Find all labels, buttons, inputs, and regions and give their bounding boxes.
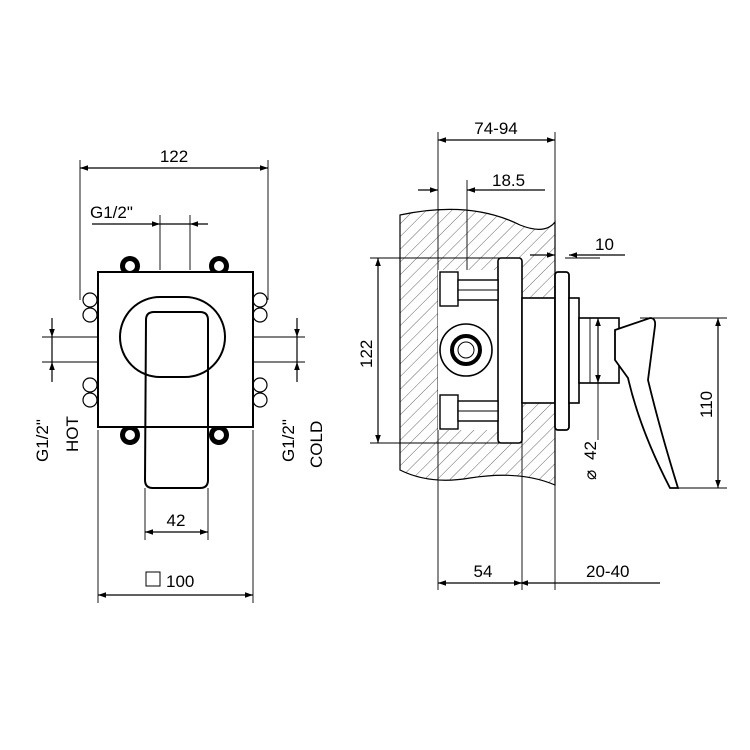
lever-height-label: 110	[697, 391, 716, 418]
inlet-label: G1/2"	[90, 203, 133, 222]
diameter-label: 42	[581, 441, 600, 460]
square-label: 100	[166, 572, 194, 591]
hot-thread-label: G1/2"	[33, 419, 52, 462]
square-symbol	[145, 571, 161, 587]
cold-thread-label: G1/2"	[279, 419, 298, 462]
height-label: 122	[357, 340, 376, 368]
lever	[614, 317, 680, 489]
handle-width-label: 42	[167, 511, 186, 530]
depth-range-label: 74-94	[474, 119, 517, 138]
offset-label: 18.5	[492, 171, 525, 190]
projection-label: 20-40	[586, 562, 629, 581]
hot-label: HOT	[63, 416, 82, 452]
side-view: 74-94 18.5 10 122 ⌀ 42 110 54 20-40	[357, 119, 727, 590]
pipe-fittings	[439, 271, 499, 430]
handle	[143, 311, 209, 489]
plate-label: 10	[595, 235, 614, 254]
round-boss	[119, 296, 226, 378]
cold-label: COLD	[307, 421, 326, 468]
front-view: 122 G1/2" 42 100	[33, 147, 326, 603]
diameter-symbol: ⌀	[581, 470, 600, 480]
body-depth-label: 54	[474, 562, 493, 581]
width-label: 122	[160, 147, 188, 166]
outlet-port	[439, 323, 493, 377]
cover-plate	[554, 271, 570, 431]
